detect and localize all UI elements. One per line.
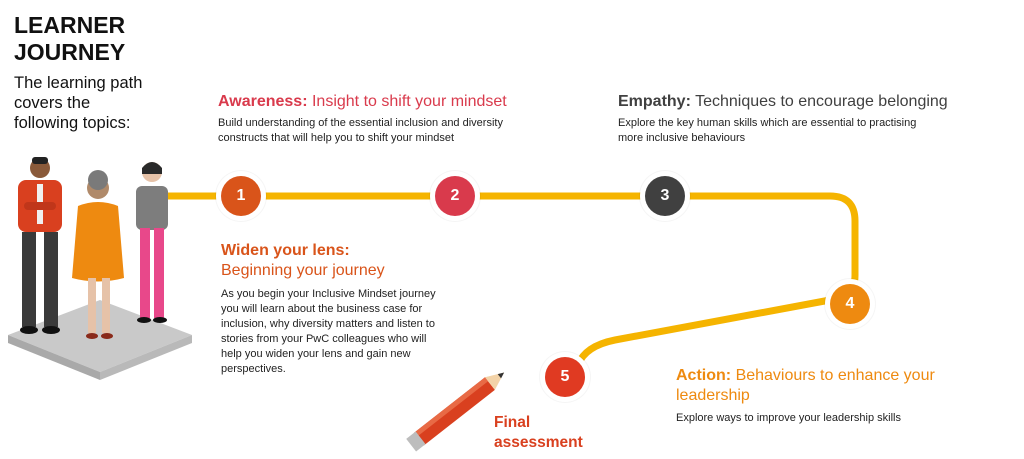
step-2-subtitle: Insight to shift your mindset (311, 93, 507, 110)
step-4-title: Action: (676, 367, 732, 384)
step-4-subtitle-line2: leadership (676, 387, 750, 404)
step-4-heading: Action: Behaviours to enhance your leade… (676, 366, 996, 406)
step-3-marker: 3 (640, 171, 690, 221)
step-1-subtitle: Beginning your journey (221, 262, 385, 279)
step-2-description: Build understanding of the essential inc… (218, 117, 503, 144)
page-title: LEARNER JOURNEY (14, 12, 126, 65)
step-3-number: 3 (645, 176, 685, 216)
step-4-description: Explore ways to improve your leadership … (676, 412, 901, 424)
step-3-heading: Empathy: Techniques to encourage belongi… (618, 92, 998, 112)
step-4-number: 4 (830, 284, 870, 324)
step-3-description: Explore the key human skills which are e… (618, 117, 917, 144)
step-3-subtitle: Techniques to encourage belonging (695, 93, 948, 110)
step-4-marker: 4 (825, 279, 875, 329)
step-2-title: Awareness: (218, 93, 308, 110)
step-2-marker: 2 (430, 171, 480, 221)
final-assessment-line2: assessment (494, 434, 583, 451)
final-assessment-line1: Final (494, 414, 531, 431)
step-1-description: As you begin your Inclusive Mindset jour… (221, 288, 436, 375)
people-illustration-icon (8, 157, 192, 380)
step-1-number: 1 (221, 176, 261, 216)
step-2-number: 2 (435, 176, 475, 216)
step-1-title: Widen your lens: (221, 242, 350, 259)
step-1-heading: Widen your lens: Beginning your journey (221, 241, 481, 281)
step-5-number: 5 (545, 357, 585, 397)
step-3-text: Empathy: Techniques to encourage belongi… (618, 92, 998, 146)
step-5-marker: 5 (540, 352, 590, 402)
pencil-icon (406, 372, 505, 452)
step-2-text: Awareness: Insight to shift your mindset… (218, 92, 578, 146)
intro-text: The learning path covers the following t… (14, 74, 143, 132)
step-3-title: Empathy: (618, 93, 691, 110)
step-4-subtitle: Behaviours to enhance your (735, 367, 935, 384)
step-5-text: Final assessment (494, 413, 583, 453)
step-4-text: Action: Behaviours to enhance your leade… (676, 366, 996, 426)
step-2-heading: Awareness: Insight to shift your mindset (218, 92, 578, 112)
step-1-text: Widen your lens: Beginning your journey … (221, 241, 481, 377)
step-1-marker: 1 (216, 171, 266, 221)
